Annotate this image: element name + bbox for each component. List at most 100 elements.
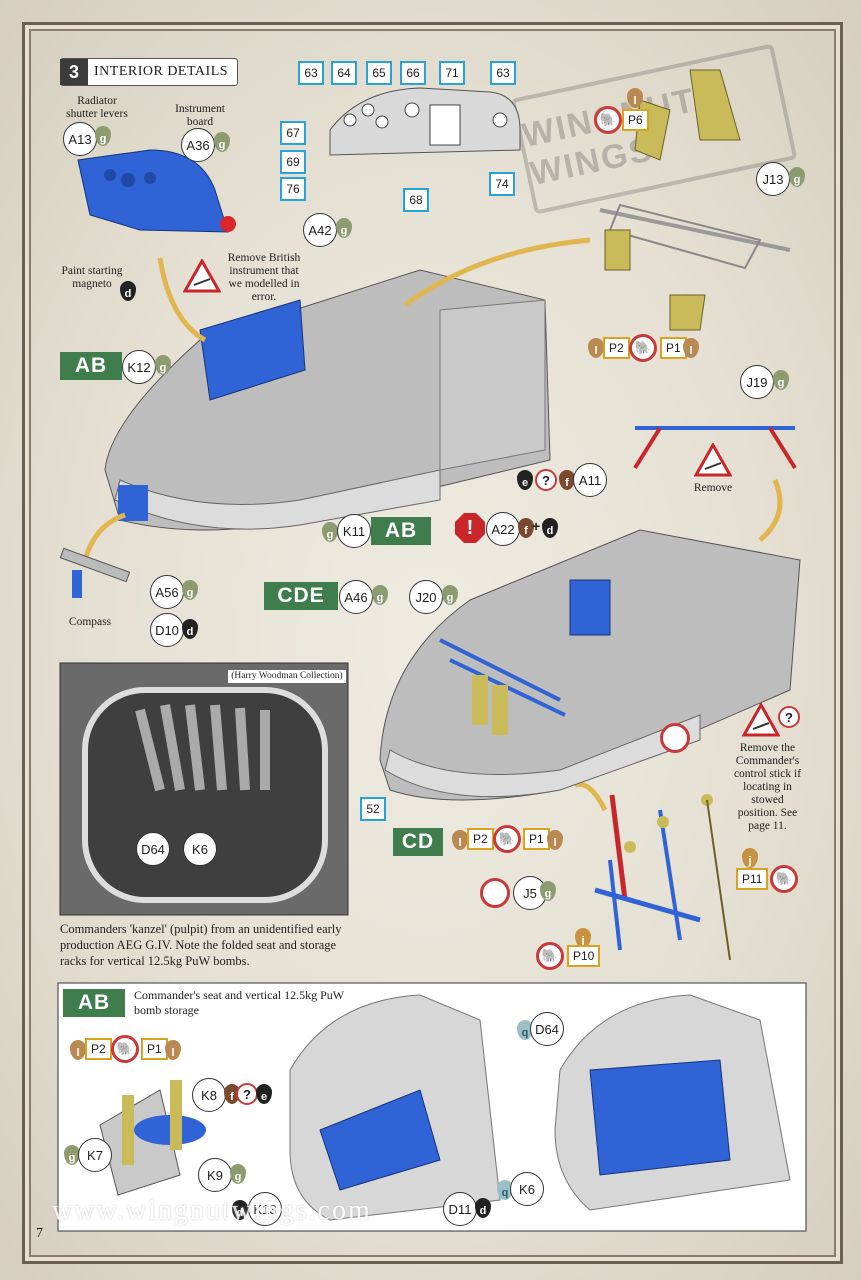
etch-p10: P10 [567, 945, 601, 967]
instrument-board-part [77, 149, 229, 233]
paint-g-j20: g [442, 585, 458, 605]
callout-a11: A11 [573, 463, 607, 497]
callout-k6-bottom: K6 [510, 1172, 544, 1206]
callout-d10: D10 [150, 613, 184, 647]
paint-g-k12: g [155, 355, 171, 375]
version-tag-cd: CD [393, 828, 443, 856]
version-tag-ab-lower: AB [371, 517, 431, 545]
callout-k9: K9 [198, 1158, 232, 1192]
callout-j13: J13 [756, 162, 790, 196]
callout-d11: D11 [443, 1192, 477, 1226]
paint-g-a46: g [372, 585, 388, 605]
decal-63b: 63 [490, 61, 516, 85]
caution-stop-icon: ! [455, 513, 485, 543]
website-url: www.wingnutwings.com [52, 1195, 372, 1226]
photo-credit: (Harry Woodman Collection) [228, 670, 346, 683]
callout-k7: K7 [78, 1138, 112, 1172]
paint-g-a36: g [214, 132, 230, 152]
paint-d-d10: d [182, 619, 198, 639]
paint-l-p1-cd: l [547, 830, 563, 850]
paint-d-magneto: d [120, 281, 136, 301]
instrument-panel-drawing [329, 87, 521, 156]
paint-l-p2: l [588, 338, 604, 358]
bottom-heading: Commander's seat and vertical 12.5kg PuW… [134, 988, 344, 1017]
radiator-label: Radiator shutter levers [66, 95, 128, 120]
decal-64: 64 [331, 61, 357, 85]
callout-k11: K11 [337, 514, 371, 548]
paint-l-p1: l [683, 338, 699, 358]
decal-52: 52 [360, 797, 386, 821]
etch-p1-bottom: P1 [141, 1038, 168, 1060]
paint-q-k6: q [497, 1180, 513, 1200]
elephant-icon-bottom: 🐘 [111, 1035, 139, 1063]
question-icon-stick: ? [778, 706, 800, 728]
etch-p2-bottom: P2 [85, 1038, 112, 1060]
paint-g-a13: g [95, 126, 111, 146]
no-entry-icon-j5 [480, 878, 510, 908]
callout-k12: K12 [122, 350, 156, 384]
elephant-icon-top: 🐘 [629, 334, 657, 362]
callout-k8: K8 [192, 1078, 226, 1112]
paint-g-j13: g [789, 167, 805, 187]
callout-a42: A42 [303, 213, 337, 247]
paint-l-p2-cd: l [452, 830, 468, 850]
paint-d-a22: d [542, 518, 558, 538]
paint-g-a56: g [182, 580, 198, 600]
paint-e-k8: e [256, 1084, 272, 1104]
unknown-paint-k8: ? [236, 1083, 258, 1105]
etch-p11: P11 [736, 868, 769, 890]
page-number: 7 [36, 1226, 43, 1241]
paint-g-a42: g [336, 218, 352, 238]
elephant-icon-p10: 🐘 [536, 942, 564, 970]
remove-triangle-icon [694, 443, 732, 477]
decal-63a: 63 [298, 61, 324, 85]
callout-a56: A56 [150, 575, 184, 609]
compass-label: Compass [68, 616, 112, 628]
callout-a22: A22 [486, 512, 520, 546]
decal-66: 66 [400, 61, 426, 85]
step-number: 3 [60, 59, 88, 85]
decal-67: 67 [280, 121, 306, 145]
callout-k6-photo: K6 [183, 832, 217, 866]
decal-71: 71 [439, 61, 465, 85]
step-title: INTERIOR DETAILS [94, 64, 229, 79]
elephant-icon-p11: 🐘 [770, 865, 798, 893]
unknown-paint-icon: ? [535, 469, 557, 491]
version-tag-ab-upper: AB [60, 352, 122, 380]
callout-j20: J20 [409, 580, 443, 614]
callout-a46: A46 [339, 580, 373, 614]
paint-f-a11: f [559, 470, 575, 490]
remove-stick-label: Remove the Commander's control stick if … [733, 742, 802, 832]
page-border [22, 22, 843, 1264]
decal-76: 76 [280, 177, 306, 201]
callout-d64-photo: D64 [136, 832, 170, 866]
callout-a13: A13 [63, 122, 97, 156]
magneto-label: Paint starting magneto [61, 265, 123, 290]
paint-g-k7: g [64, 1145, 80, 1165]
callout-a36: A36 [181, 128, 215, 162]
decal-68: 68 [403, 188, 429, 212]
step-header: 3 INTERIOR DETAILS [60, 58, 238, 86]
paint-e-a11: e [517, 470, 533, 490]
no-entry-icon-stick [660, 723, 690, 753]
decal-74: 74 [489, 172, 515, 196]
paint-d-k13: d [232, 1200, 248, 1220]
remove-british-label: Remove British instrument that we modell… [227, 252, 301, 303]
instrument-board-label: Instrument board [175, 103, 225, 128]
callout-k13: K13 [248, 1192, 282, 1226]
paint-q-d64: q [517, 1020, 533, 1040]
paint-f-a22: f [518, 518, 534, 538]
paint-g-j5: g [540, 881, 556, 901]
paint-j-p11: j [742, 848, 758, 868]
paint-d-d11: d [475, 1198, 491, 1218]
callout-d64-bottom: D64 [530, 1012, 564, 1046]
decal-69: 69 [280, 150, 306, 174]
paint-g-k9: g [230, 1164, 246, 1184]
decal-65: 65 [366, 61, 392, 85]
elephant-icon-p6: 🐘 [594, 106, 622, 134]
version-tag-cde: CDE [264, 582, 338, 610]
paint-j-p10: j [575, 928, 591, 948]
photo-caption: Commanders 'kanzel' (pulpit) from an uni… [60, 922, 342, 968]
paint-g-k11: g [322, 522, 338, 542]
